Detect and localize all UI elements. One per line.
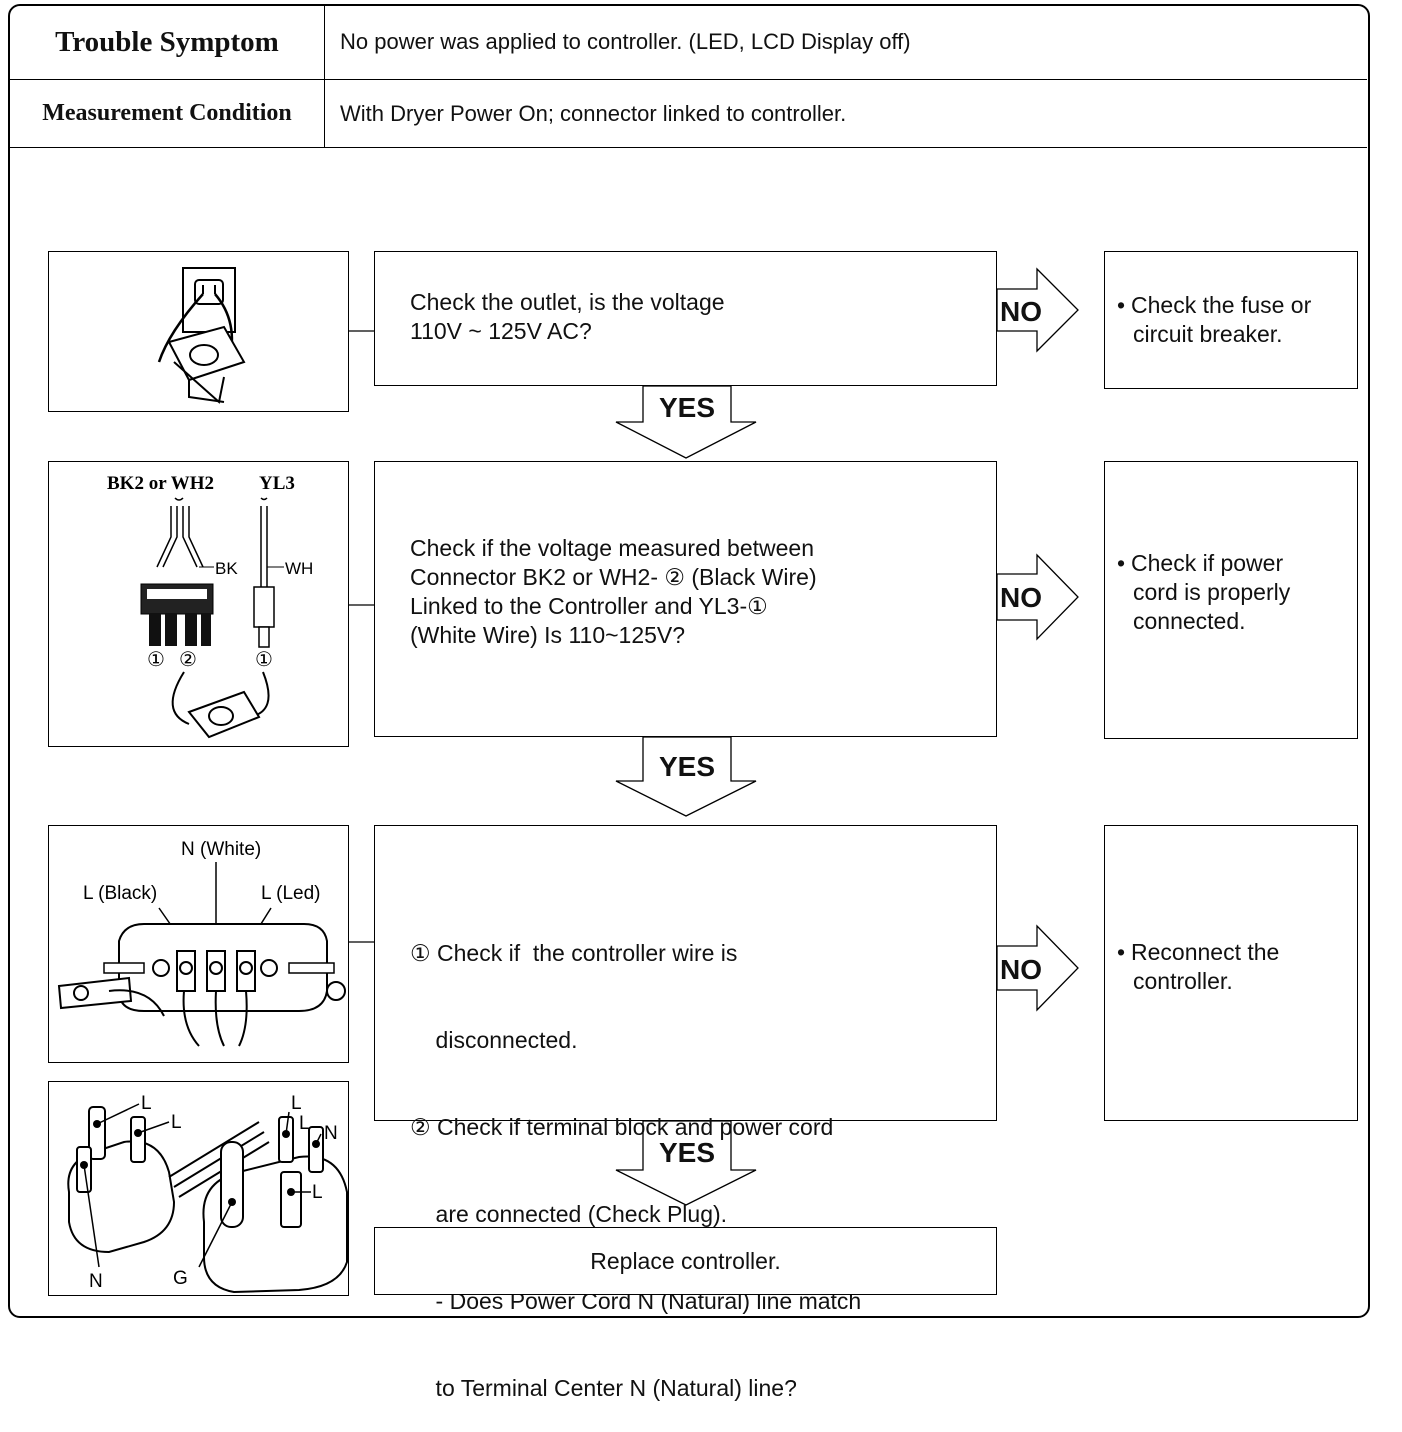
plug-g-label: G	[173, 1268, 188, 1289]
plug-n1-label: N	[89, 1271, 103, 1292]
pin-1b-label: ①	[255, 649, 273, 671]
yes-label-3: YES	[659, 1137, 716, 1168]
plug-n2-label: N	[324, 1123, 338, 1144]
plug-illustration: L L N L L N G L	[67, 1093, 348, 1294]
no-label-2: NO	[1000, 582, 1042, 613]
wire-wh-label: WH	[285, 559, 313, 578]
question-2-line-4: (White Wire) Is 110~125V?	[410, 622, 686, 648]
question-1-line-1: Check the outlet, is the voltage	[410, 289, 725, 315]
remedy-2-text: •Check if power cord is properly connect…	[1117, 549, 1290, 636]
connector-left-label: BK2 or WH2	[107, 473, 214, 494]
question-3-text: ① Check if the controller wire is discon…	[410, 881, 861, 1432]
plug-l4-label: L	[299, 1113, 310, 1134]
question-box-1	[374, 251, 997, 386]
remedy-1-line-1: Check the fuse or	[1131, 292, 1312, 318]
measurement-condition-value: With Dryer Power On; connector linked to…	[340, 100, 847, 126]
remedy-1-text: •Check the fuse or circuit breaker.	[1117, 291, 1311, 349]
wire-bk-label: BK	[215, 559, 238, 578]
question-3-line-4: are connected (Check Plug).	[410, 1201, 728, 1227]
remedy-3-line-2: controller.	[1133, 968, 1233, 994]
question-2-line-3: Linked to the Controller and YL3-①	[410, 593, 768, 619]
trouble-symptom-label: Trouble Symptom	[55, 25, 279, 58]
question-2-text: Check if the voltage measured between Co…	[410, 534, 817, 650]
remedy-box-1	[1104, 251, 1358, 389]
plug-l3-label: L	[291, 1093, 302, 1114]
bullet-icon: •	[1117, 292, 1126, 318]
header-divider-1	[9, 79, 1367, 80]
connector-illustration: BK2 or WH2 YL3 BK WH ① ② ①	[107, 473, 313, 739]
terminal-block-figure: N (White) L (Black) L (Led)	[48, 825, 349, 1063]
page-frame	[8, 4, 1370, 1318]
yes-label-1: YES	[659, 392, 716, 423]
question-2-line-1: Check if the voltage measured between	[410, 535, 815, 561]
remedy-box-3	[1104, 825, 1358, 1121]
remedy-1-line-2: circuit breaker.	[1133, 321, 1283, 347]
plug-figure: L L N L L N G L	[48, 1081, 349, 1296]
header-divider-2	[9, 147, 1367, 148]
header-column-divider	[324, 5, 325, 148]
plug-l2-label: L	[171, 1112, 182, 1133]
connector-measurement-figure: BK2 or WH2 YL3 BK WH ① ② ①	[48, 461, 349, 747]
terminal-block-illustration: N (White) L (Black) L (Led)	[57, 839, 346, 1047]
multimeter-outlet-illustration	[157, 267, 246, 404]
yes-label-2: YES	[659, 751, 716, 782]
question-1-line-2: 110V ~ 125V AC?	[410, 318, 592, 344]
question-box-2	[374, 461, 997, 737]
outlet-measurement-figure	[48, 251, 349, 412]
question-3-line-3: ② Check if terminal block and power cord	[410, 1114, 834, 1140]
remedy-2-line-3: connected.	[1133, 608, 1246, 634]
bullet-icon: •	[1117, 939, 1126, 965]
trouble-symptom-value: No power was applied to controller. (LED…	[340, 29, 911, 54]
terminal-l-black-label: L (Black)	[83, 883, 157, 904]
question-3-line-2: disconnected.	[410, 1027, 578, 1053]
plug-l1-label: L	[141, 1093, 152, 1114]
plug-l5-label: L	[312, 1182, 323, 1203]
remedy-2-line-1: Check if power	[1131, 550, 1284, 576]
question-3-line-6: to Terminal Center N (Natural) line?	[410, 1375, 797, 1401]
measurement-condition-label: Measurement Condition	[42, 100, 292, 126]
remedy-3-line-1: Reconnect the	[1131, 939, 1280, 965]
pin-2-label: ②	[179, 649, 197, 671]
remedy-2-line-2: cord is properly	[1133, 579, 1291, 605]
pin-1a-label: ①	[147, 649, 165, 671]
flowchart-connectors	[349, 267, 1079, 1206]
remedy-box-2	[1104, 461, 1358, 739]
question-1-text: Check the outlet, is the voltage 110V ~ …	[410, 288, 725, 346]
bullet-icon: •	[1117, 550, 1126, 576]
terminal-n-label: N (White)	[181, 839, 261, 860]
no-label-1: NO	[1000, 296, 1042, 327]
question-3-line-1: ① Check if the controller wire is	[410, 940, 738, 966]
question-2-line-2: Connector BK2 or WH2- ② (Black Wire)	[410, 564, 817, 590]
terminal-l-led-label: L (Led)	[261, 883, 321, 904]
question-box-3	[374, 825, 997, 1121]
no-label-3: NO	[1000, 954, 1042, 985]
replace-controller-box: Replace controller.	[374, 1227, 997, 1295]
remedy-3-text: •Reconnect the controller.	[1117, 938, 1279, 996]
connector-right-label: YL3	[259, 473, 295, 494]
